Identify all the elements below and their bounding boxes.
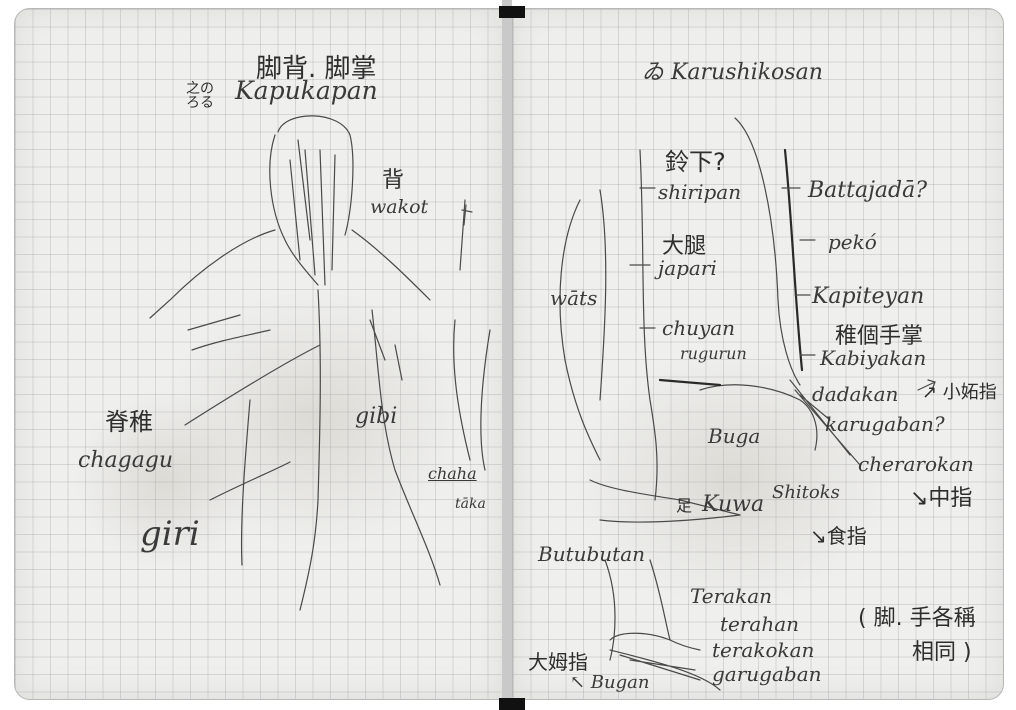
rugurun-label: rugurun	[680, 344, 747, 363]
cherarokan-label: cherarokan	[858, 452, 974, 476]
chaha-label: chaha	[428, 464, 477, 483]
index-finger-label: ↘食指	[810, 520, 867, 549]
terakokan-label: terakokan	[712, 638, 814, 662]
head-outline	[270, 116, 353, 285]
arm-right	[454, 200, 490, 470]
foot-kanji-label: 足	[676, 492, 692, 516]
taka-label: tāka	[455, 496, 486, 512]
subtitle-note: 之の ろる	[186, 82, 222, 110]
right-page-title: ゐ Karushikosan	[642, 54, 823, 86]
sole	[650, 560, 670, 640]
left-arm	[188, 315, 270, 350]
butubutan-label: Butubutan	[538, 542, 645, 566]
shiripan-label: shiripan	[658, 180, 741, 204]
garugaban-label: garugaban	[712, 662, 822, 686]
peko-label: pekó	[828, 230, 877, 254]
spine-term-label: chagagu	[78, 448, 173, 473]
heel	[610, 633, 700, 650]
back-term-label: wakot	[370, 196, 428, 218]
hair-lines	[290, 140, 335, 285]
kabiyakan-label: Kabiyakan	[820, 346, 926, 370]
calf-right	[600, 190, 606, 400]
left-page-subtitle: Kapukapan	[235, 76, 378, 105]
leg-back-outline	[640, 150, 657, 500]
spine-kanji-label: 脊稚	[105, 402, 153, 437]
shoulder-blade	[370, 320, 402, 380]
leg-inner-shading	[785, 150, 802, 370]
left-shoulder	[150, 230, 275, 318]
buga-label: Buga	[708, 424, 760, 448]
shitoks-label: Shitoks	[772, 482, 840, 503]
kapiteyan-label: Kapiteyan	[812, 284, 924, 309]
kuwa-label: Kuwa	[702, 492, 764, 517]
note-line-2: 相同 )	[912, 634, 972, 666]
gibi-label: gibi	[355, 404, 397, 429]
big-toe-label: 大姆指	[528, 646, 588, 675]
karugaban-label: karugaban?	[825, 412, 945, 436]
terakan-label: Terakan	[690, 584, 772, 608]
middle-finger-label: ↘中指	[910, 480, 972, 512]
ankle-shading	[660, 380, 720, 385]
giri-label: giri	[140, 514, 200, 554]
q1-kanji-label: 鈴下?	[665, 142, 726, 177]
right-shoulder	[352, 230, 430, 300]
spine-line	[300, 290, 320, 610]
battajada-label: Battajadā?	[808, 178, 927, 203]
bugan-label: ↖ Bugan	[570, 672, 649, 693]
terahan-label: terahan	[720, 612, 799, 636]
pointer-line	[185, 345, 320, 500]
back-kanji-label: 背	[382, 162, 404, 194]
calf-left	[560, 200, 600, 460]
note-line-1: ( 脚. 手各稱	[858, 600, 976, 632]
chuyan-label: chuyan	[662, 316, 735, 340]
japari-label: japari	[658, 256, 717, 280]
dadakan-label: dadakan	[812, 382, 898, 406]
wats-label: wāts	[550, 286, 597, 310]
little-finger-label: ↗ 小妬指	[922, 378, 997, 404]
